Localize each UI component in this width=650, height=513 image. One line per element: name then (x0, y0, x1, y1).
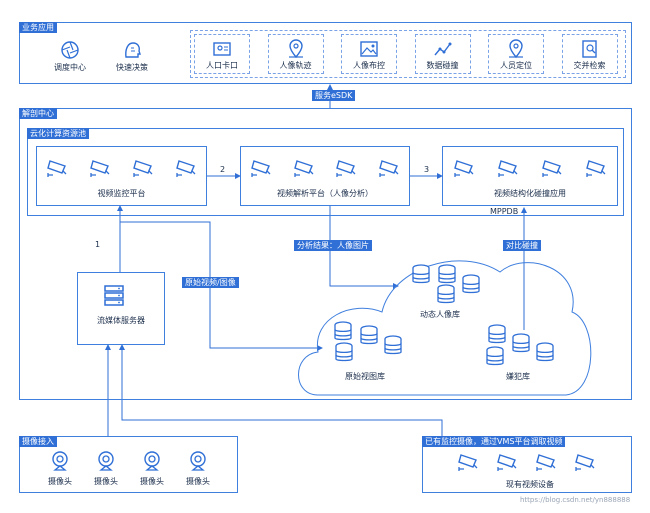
platform-2-cctv-icon-2 (541, 156, 563, 178)
compare-tag: 对比碰撞 (503, 240, 541, 251)
existing-cctv-icon-0 (457, 450, 479, 472)
cloud-pool-panel: 云化计算资源池 (27, 128, 624, 216)
business-app-tag: 业务应用 (19, 22, 57, 33)
platform-0-cctv-icon-0 (46, 156, 68, 178)
raw-video-tag: 原始视频/图像 (182, 277, 239, 288)
business-right-icon-2 (358, 38, 380, 60)
platform-1-cctv-icon-1 (293, 156, 315, 178)
analysis-center-tag: 解剖中心 (19, 108, 57, 119)
monitor-platform-label: 视频监控平台 (97, 189, 146, 198)
analysis-result-tag: 分析结果：人像图片 (294, 240, 372, 251)
watermark: https://blog.csdn.net/yn888888 (520, 496, 631, 504)
platform-1-cctv-icon-0 (250, 156, 272, 178)
parse-platform-box (240, 146, 410, 206)
business-left-item-0: 调度中心 (54, 63, 86, 72)
raw-db-icon-2 (382, 334, 404, 356)
raw-db-icon-1 (358, 324, 380, 346)
business-right-icon-0 (211, 38, 233, 60)
camera-label-0: 摄像头 (48, 477, 72, 486)
suspect-db-label: 嫌犯库 (506, 372, 530, 381)
business-right-item-1: 人像轨迹 (279, 61, 312, 70)
existing-cctv-icon-1 (496, 450, 518, 472)
existing-cameras-panel: 已有监控摄像，通过VMS平台调取视频 (422, 436, 632, 493)
business-right-item-0: 人口卡口 (206, 61, 238, 70)
platform-0-cctv-icon-1 (89, 156, 111, 178)
mppdb-label: MPPDB (490, 207, 519, 216)
business-right-item-3: 数据碰撞 (426, 61, 459, 70)
webcam-icon-1 (95, 450, 117, 472)
dynamic-db-icon-3 (435, 283, 457, 305)
business-right-box-1 (267, 34, 324, 74)
business-right-box-3 (414, 34, 471, 74)
streaming-server-label: 流媒体服务器 (97, 316, 145, 325)
suspect-db-icon-1 (510, 332, 532, 354)
dynamic-db-icon-0 (410, 263, 432, 285)
business-right-box-4 (488, 34, 544, 74)
webcam-icon-2 (141, 450, 163, 472)
webcam-icon-3 (187, 450, 209, 472)
webcam-icon-0 (49, 450, 71, 472)
existing-cctv-icon-3 (574, 450, 596, 472)
platform-2-cctv-icon-0 (453, 156, 475, 178)
platform-1-cctv-icon-2 (335, 156, 357, 178)
struct-platform-label: 视频结构化碰撞应用 (494, 189, 566, 198)
platform-2-cctv-icon-1 (497, 156, 519, 178)
service-esdk-tag: 服务eSDK (312, 90, 356, 101)
business-left-icon-1 (121, 39, 143, 61)
monitor-platform-box (36, 146, 207, 206)
camera-access-tag: 摄像接入 (19, 436, 57, 447)
business-right-box-5 (561, 34, 618, 74)
dynamic-db-label: 动态人像库 (420, 310, 460, 319)
raw-db-icon-3 (333, 341, 355, 363)
edge-label-2: 2 (220, 165, 226, 174)
business-right-group (190, 30, 626, 78)
business-right-item-4: 人员定位 (500, 61, 532, 70)
raw-db-label: 原始视图库 (345, 372, 385, 381)
business-right-box-0 (194, 34, 250, 74)
business-right-box-2 (341, 34, 397, 74)
server-icon (103, 284, 125, 306)
suspect-db-icon-2 (534, 341, 556, 363)
struct-platform-box (442, 146, 618, 206)
existing-cctv-icon-2 (535, 450, 557, 472)
edge-label-3: 3 (424, 165, 430, 174)
business-right-icon-3 (432, 38, 454, 60)
edge-label-1: 1 (95, 240, 101, 249)
platform-1-cctv-icon-3 (378, 156, 400, 178)
business-right-icon-1 (285, 38, 307, 60)
business-right-icon-5 (579, 38, 601, 60)
analysis-center-panel: 解剖中心 (19, 108, 632, 400)
camera-label-1: 摄像头 (94, 477, 118, 486)
business-right-item-5: 交并检索 (573, 61, 606, 70)
suspect-db-icon-3 (484, 345, 506, 367)
business-right-icon-4 (505, 38, 527, 60)
camera-label-3: 摄像头 (186, 477, 210, 486)
platform-0-cctv-icon-3 (175, 156, 197, 178)
dynamic-db-icon-1 (436, 263, 458, 285)
suspect-db-icon-0 (486, 323, 508, 345)
camera-label-2: 摄像头 (140, 477, 164, 486)
dynamic-db-icon-2 (460, 273, 482, 295)
business-left-icon-0 (59, 39, 81, 61)
parse-platform-label: 视频解析平台（人像分析） (277, 189, 373, 198)
platform-0-cctv-icon-2 (132, 156, 154, 178)
raw-db-icon-0 (332, 320, 354, 342)
existing-device-label: 现有视频设备 (506, 480, 554, 489)
existing-cameras-tag: 已有监控摄像，通过VMS平台调取视频 (422, 436, 566, 447)
streaming-server-box (77, 272, 165, 345)
platform-2-cctv-icon-3 (585, 156, 607, 178)
cloud-pool-tag: 云化计算资源池 (27, 128, 89, 139)
business-left-item-1: 快速决策 (116, 63, 148, 72)
business-right-item-2: 人像布控 (353, 61, 385, 70)
